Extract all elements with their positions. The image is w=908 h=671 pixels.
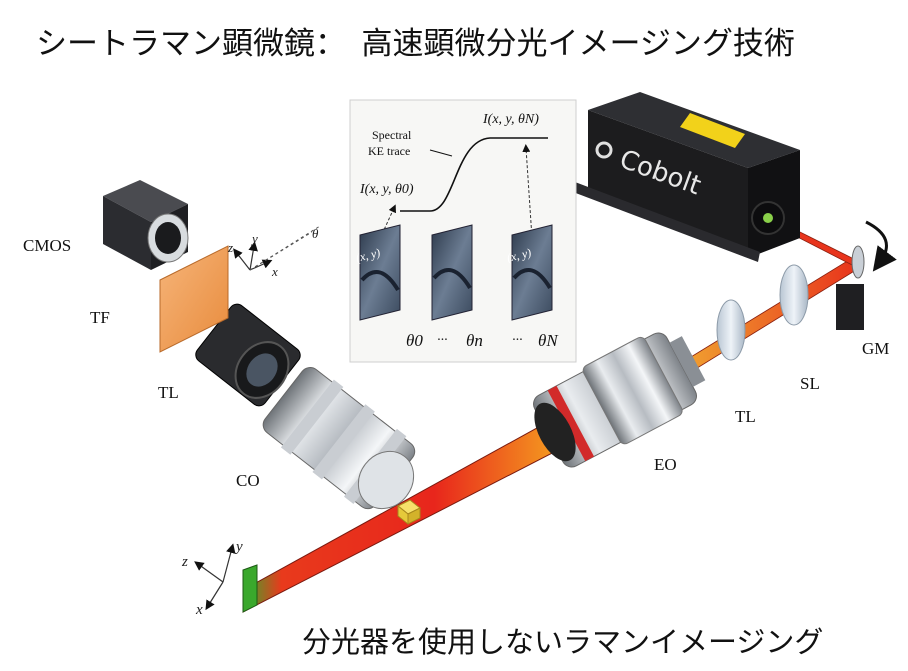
inset-ellipsis-2: ··· xyxy=(512,333,523,348)
upper-beam-segment xyxy=(685,259,857,371)
tube-filter xyxy=(159,245,229,353)
spectral-trace-curve xyxy=(400,137,548,212)
tube-lens-right xyxy=(716,299,746,361)
galvo-mirror xyxy=(836,220,897,330)
inset-spectral-label-line2: KE trace xyxy=(368,144,410,158)
scan-lens xyxy=(779,264,809,326)
inset-theta-N: θN xyxy=(538,331,559,350)
spectral-trace-inset: Spectral KE trace I(x, y, θ0) I(x, y, θN… xyxy=(349,99,577,363)
page-title: シートラマン顕微鏡： 高速顕微分光イメージング技術 xyxy=(36,26,795,62)
galvo-motor xyxy=(836,284,864,330)
axis-top-x-label: x xyxy=(271,264,278,279)
label-gm: GM xyxy=(862,339,889,358)
axis-top-z-label: z xyxy=(227,240,233,255)
axis-bottom-z-label: z xyxy=(181,554,188,570)
rotation-arrow-icon xyxy=(865,220,897,272)
label-tl-left: TL xyxy=(158,383,179,402)
inset-image-coord-label-n: (x, y) xyxy=(505,245,532,265)
tube-lens-left xyxy=(195,303,301,407)
cobolt-laser: Cobolt xyxy=(573,92,800,262)
axis-bottom-y-label: y xyxy=(234,539,243,555)
label-eo: EO xyxy=(654,455,677,474)
inset-image-coord-label: (x, y) xyxy=(354,245,381,265)
label-sl: SL xyxy=(800,374,820,393)
label-cmos: CMOS xyxy=(23,236,71,255)
bottom-caption: 分光器を使用しないラマンイメージング xyxy=(302,625,823,659)
cobolt-logo-icon xyxy=(595,141,613,159)
axes-bottom: z y x xyxy=(181,539,243,618)
inset-ellipsis-1: ··· xyxy=(437,333,448,348)
label-tf: TF xyxy=(90,308,110,327)
inset-theta-0: θ0 xyxy=(406,331,423,350)
inset-spectral-label-line1: Spectral xyxy=(372,128,412,142)
light-sheet-end-face xyxy=(242,564,258,613)
axis-top-y-label: y xyxy=(250,231,258,246)
label-co: CO xyxy=(236,471,260,490)
axis-bottom-x-label: x xyxy=(195,602,203,618)
inset-theta-n: θn xyxy=(466,331,483,350)
inset-i-thetaN-label: I(x, y, θN) xyxy=(482,112,539,127)
cmos-camera xyxy=(103,180,189,270)
collection-objective xyxy=(262,366,416,510)
excitation-objective xyxy=(533,332,706,468)
axis-top-theta-label: θ xyxy=(312,226,319,241)
label-tl-right: TL xyxy=(735,407,756,426)
laser-warning-label xyxy=(680,113,745,148)
axes-top: z y x θ xyxy=(227,225,321,279)
inset-i-theta0-label: I(x, y, θ0) xyxy=(359,182,414,197)
